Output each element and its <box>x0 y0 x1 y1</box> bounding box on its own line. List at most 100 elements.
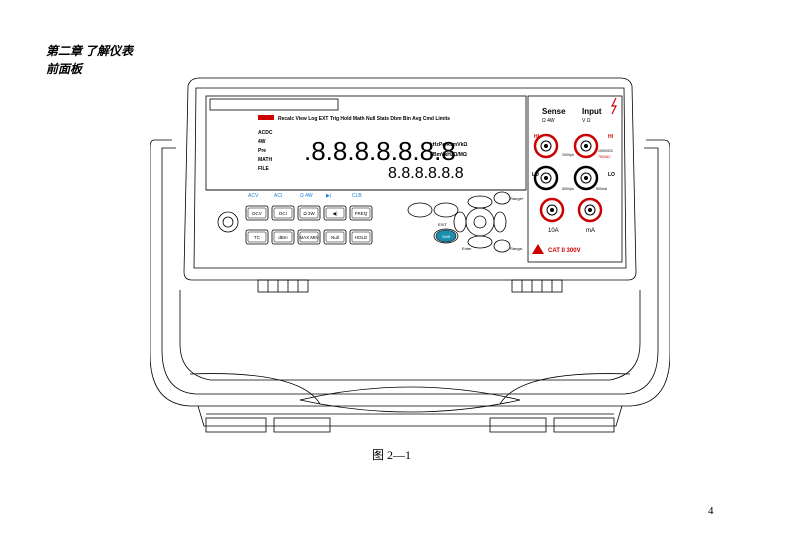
jack-4[interactable] <box>539 197 565 223</box>
jack-ring[interactable] <box>573 133 599 159</box>
display-left-label-4: FILE <box>258 166 269 172</box>
display-left-label-0: ACDC <box>258 130 273 136</box>
display-left-label-2: Pre <box>258 148 266 154</box>
jack-ring[interactable] <box>539 197 565 223</box>
key-label: MAX MIN <box>299 235 318 240</box>
key-label: TC <box>254 235 261 240</box>
jack-5[interactable] <box>577 197 603 223</box>
rating-200vpk: 200Vpk <box>562 153 574 157</box>
func-label-0: ACV <box>248 193 259 199</box>
key-shape[interactable] <box>271 229 295 245</box>
key-label: Ω 2W <box>303 211 315 216</box>
hi-label-left: HI <box>534 134 540 140</box>
key-shape[interactable] <box>323 205 347 221</box>
input-sublabel: V Ω <box>582 118 591 124</box>
func-label-3: ▶| <box>326 193 331 199</box>
key-0-1[interactable]: DCI <box>271 205 295 221</box>
cat-rating: CAT II 300V <box>548 248 581 254</box>
key-1-0[interactable]: TC <box>245 229 269 245</box>
annunciator-row: Recalc View Log EXT Trig Hold Math Null … <box>278 116 450 122</box>
jack-3[interactable] <box>573 165 599 191</box>
jack-ring[interactable] <box>533 165 559 191</box>
sense-label: Sense <box>542 107 566 116</box>
jack-ring[interactable] <box>573 165 599 191</box>
page-number: 4 <box>708 505 714 517</box>
key-0-3[interactable]: ◀) <box>323 205 347 221</box>
shift-shape[interactable] <box>435 229 457 243</box>
key-face[interactable] <box>325 231 345 243</box>
hi-label-right: HI <box>608 134 614 140</box>
figure-caption: 图 2—1 <box>372 448 412 462</box>
jack-0[interactable] <box>533 133 559 159</box>
jack-pin <box>544 176 548 180</box>
key-face[interactable] <box>247 207 267 219</box>
warning-icon <box>532 244 544 254</box>
aux-digits: 8.8.8.8.8.8 <box>388 165 464 182</box>
key-shape[interactable] <box>297 229 321 245</box>
high-voltage-icon <box>611 97 617 115</box>
key-face[interactable] <box>273 231 293 243</box>
key-face[interactable] <box>351 207 371 219</box>
display-left-label-3: MATH <box>258 157 272 163</box>
key-1-4[interactable]: HOLD <box>349 229 373 245</box>
key-face[interactable] <box>351 231 371 243</box>
right-units-1: kHzPa/RsmVkΩ <box>430 142 467 148</box>
range-down-label: Range- <box>510 246 524 251</box>
jack-pin <box>584 176 588 180</box>
func-label-1: ACI <box>274 193 282 199</box>
key-0-0[interactable]: DCV <box>245 205 269 221</box>
key-face[interactable] <box>325 207 345 219</box>
section-title: 前面板 <box>46 62 83 76</box>
key-face[interactable] <box>299 231 319 243</box>
jack-1[interactable] <box>573 133 599 159</box>
sense-sublabel: Ω 4W <box>542 118 555 124</box>
key-label: HOLD <box>355 235 368 240</box>
key-shape[interactable] <box>323 229 347 245</box>
shift-button[interactable]: Shift <box>435 229 457 243</box>
rating-500vpk: 500Vpk <box>562 187 574 191</box>
key-0-2[interactable]: Ω 2W <box>297 205 321 221</box>
jack-2[interactable] <box>533 165 559 191</box>
key-label: DCI <box>279 211 287 216</box>
key-shape[interactable] <box>297 205 321 221</box>
front-panel-diagram: ACV ACI Ω 4W ▶| CLB DCV DCI Ω 2W ◀) FREQ TC dBm MAX … <box>150 77 670 433</box>
func-label-2: Ω 4W <box>300 193 313 199</box>
lo-label-right: LO <box>608 172 615 178</box>
fuse-10a: 10A <box>548 228 559 234</box>
display-left-label-1: 4W <box>258 139 266 145</box>
shift-label: Shift <box>442 234 451 239</box>
jack-ring[interactable] <box>533 133 559 159</box>
chapter-title: 第二章 了解仪表 <box>46 44 134 58</box>
key-1-1[interactable]: dBm <box>271 229 295 245</box>
key-label: dBm <box>278 235 288 240</box>
key-label: Null <box>331 235 339 240</box>
jack-pin <box>550 208 554 212</box>
key-shape[interactable] <box>271 205 295 221</box>
key-0-4[interactable]: FREQ <box>349 205 373 221</box>
key-shape[interactable] <box>349 229 373 245</box>
key-label: ◀) <box>333 211 338 216</box>
key-1-2[interactable]: MAX MIN <box>297 229 321 245</box>
jack-ring[interactable] <box>577 197 603 223</box>
key-face[interactable] <box>247 231 267 243</box>
key-face[interactable] <box>299 207 319 219</box>
main-digits: .8.8.8.8.8.8.8 <box>304 136 456 166</box>
key-label: DCV <box>252 211 262 216</box>
key-label: FREQ <box>355 211 368 216</box>
key-shape[interactable] <box>245 205 269 221</box>
rating-1000vdc: 1000VDC <box>598 149 614 153</box>
annunciator-marker <box>258 115 274 120</box>
enter-label: Enter <box>462 246 472 251</box>
rating-500ma: 500mA <box>596 187 608 191</box>
key-1-3[interactable]: Null <box>323 229 347 245</box>
input-label: Input <box>582 107 602 116</box>
jack-pin <box>584 144 588 148</box>
rating-750vac: 750VAC <box>598 155 611 159</box>
key-face[interactable] <box>273 207 293 219</box>
jack-pin <box>544 144 548 148</box>
exit-label: EXIT <box>438 222 447 227</box>
func-label-4: CLB <box>352 193 362 199</box>
key-shape[interactable] <box>349 205 373 221</box>
key-shape[interactable] <box>245 229 269 245</box>
jack-pin <box>588 208 592 212</box>
